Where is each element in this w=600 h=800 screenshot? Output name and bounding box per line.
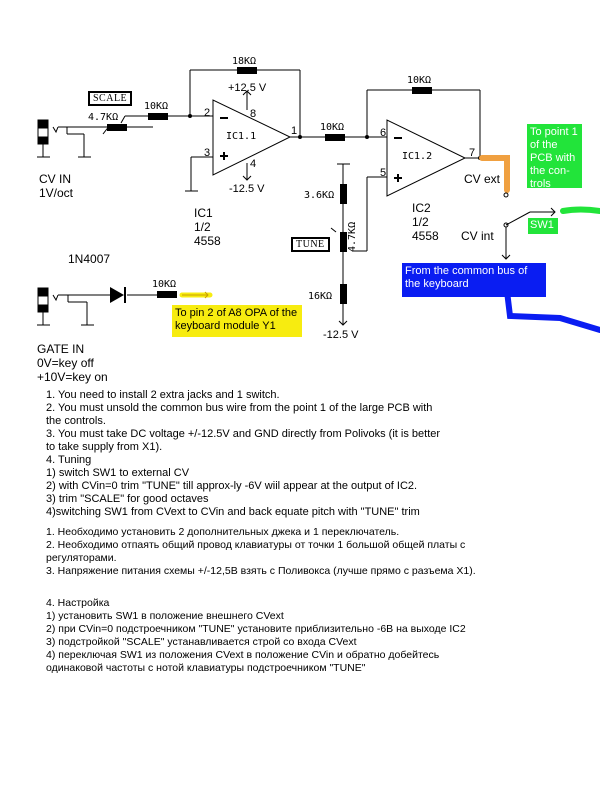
sw1-label: SW1 [528,218,558,234]
blue-wire [503,280,600,333]
note-common-bus: From the common bus of the keyboard [402,263,546,297]
pin-4: 4 [250,158,257,170]
orange-wire [479,155,510,193]
resistor-18k [237,67,257,74]
ic11-name: IC1.1 [226,131,257,142]
tune-trim-label: TUNE [291,237,330,252]
label-r-18k: 18KΩ [232,56,257,67]
instructions-russian-part2: 4. Настройка 1) установить SW1 в положен… [46,597,466,674]
instructions-russian-part1: 1. Необходимо установить 2 дополнительны… [46,526,476,577]
label-r-3k6: 3.6KΩ [304,190,335,201]
diode-1n4007 [110,287,124,303]
note-gate-destination: To pin 2 of A8 OPA of the keyboard modul… [172,305,302,337]
pin-2: 2 [204,107,211,119]
instructions-english: 1. You need to install 2 extra jacks and… [46,389,441,518]
resistor-10k-between [325,134,345,141]
pin-7: 7 [469,147,476,159]
green-wire [560,206,600,214]
resistor-10k-feedback [412,87,432,94]
pin-3: 3 [204,147,211,159]
label-vneg-ic1: -12.5 V [229,183,265,195]
resistor-3k6 [340,184,347,204]
pin-8: 8 [250,108,257,120]
ic12-name: IC1.2 [402,151,433,162]
scale-trim-label: SCALE [88,91,133,106]
label-r-10k-gate: 10KΩ [152,279,177,290]
diode-label: 1N4007 [68,252,111,266]
cv-in-jack [37,119,153,158]
label-r-16k: 16KΩ [308,291,333,302]
label-r-10k-input: 10KΩ [144,101,169,112]
gate-in-label: GATE IN 0V=key off +10V=key on [37,342,108,384]
note-to-pcb-point: To point 1 of the PCB with the con-trols [527,124,582,190]
label-vneg-tune: -12.5 V [323,329,359,341]
label-r-10k-between: 10KΩ [320,122,345,133]
label-r-10k-feedback: 10KΩ [407,75,432,86]
resistor-10k-gate [157,291,177,298]
label-r-tune-pot: 4.7KΩ [347,221,358,252]
cv-in-label: CV IN 1V/oct [39,172,74,200]
scale-pot [107,124,127,131]
ic2-desc: IC2 1/2 4558 [412,201,439,243]
pin-6: 6 [380,127,387,139]
pin-1: 1 [291,125,298,137]
tune-pot [340,232,347,252]
resistor-10k-input [148,113,168,120]
label-r-scale-pot: 4.7KΩ [88,112,119,123]
cv-ext-label: CV ext [464,172,501,186]
gate-in-jack [37,287,110,326]
label-vpos: +12.5 V [228,82,267,94]
ic1-desc: IC1 1/2 4558 [194,206,221,248]
pin-5: 5 [380,167,387,179]
cv-int-label: CV int [461,229,494,243]
resistor-16k [340,284,347,304]
